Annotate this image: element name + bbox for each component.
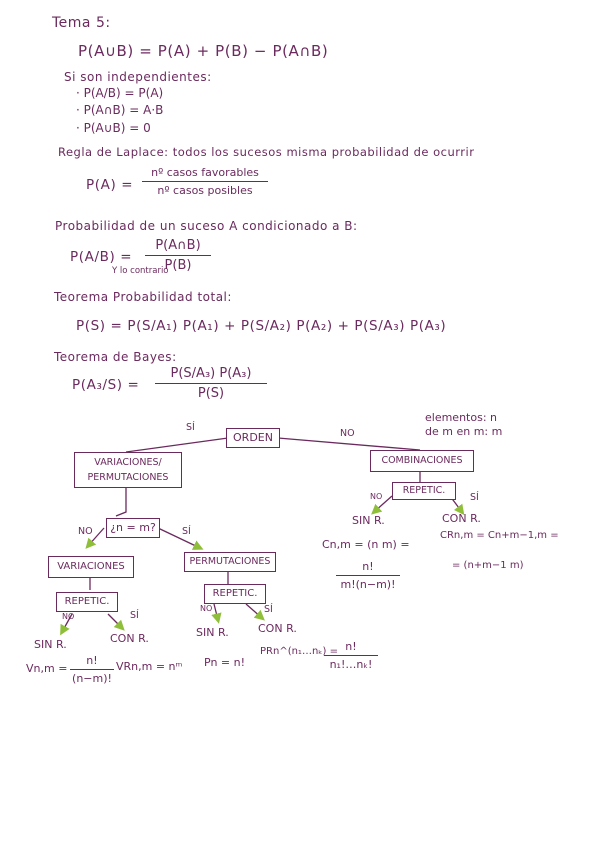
combinaciones-sin-r: SIN R. [352,514,385,527]
bayes-lhs: P(A₃/S) = [72,377,140,393]
combinaciones-con-r: CON R. [442,512,481,525]
condicionado-note: Y lo contrario [112,266,169,276]
cnm-denominator: m!(n−m)! [340,578,396,591]
tema-title: Tema 5: [52,15,111,31]
independientes-item-1: · P(A/B) = P(A) [76,86,164,100]
bayes-fraction-bar [155,383,267,384]
total-heading: Teorema Probabilidad total: [54,290,232,304]
elementos-note-2: de m en m: m [425,425,503,438]
vnm-numerator: n! [86,654,98,667]
n-equals-m-node: ¿n = m? [106,518,160,538]
bayes-heading: Teorema de Bayes: [54,350,177,364]
permutaciones-con-r: CON R. [258,622,297,635]
var-perm-line-2: PERMUTACIONES [87,472,169,483]
cnm-fraction-bar [336,575,400,576]
variaciones-si-label: SÍ [130,610,139,621]
permutaciones-node: PERMUTACIONES [184,552,276,572]
variaciones-node: VARIACIONES [48,556,134,578]
combinaciones-node: COMBINACIONES [370,450,474,472]
condicionado-denominator: P(B) [164,258,192,273]
cnm-fraction: n! m!(n−m)! [336,560,400,591]
variaciones-con-r: CON R. [110,632,149,645]
vnm-fraction-bar [70,669,114,670]
vnm-fraction: n! (n−m)! [70,654,114,685]
variaciones-sin-r: SIN R. [34,638,67,651]
vnm-denominator: (n−m)! [72,672,112,685]
laplace-fraction: nº casos favorables nº casos posibles [142,166,268,197]
laplace-denominator: nº casos posibles [157,184,253,197]
permutaciones-sin-r: SIN R. [196,626,229,639]
prn-fraction-bar [324,655,378,656]
independientes-heading: Si son independientes: [64,70,212,84]
condicionado-fraction: P(A∩B) P(B) [145,238,211,273]
prn-lhs: PRn^(n₁…nₖ) = [260,646,338,657]
elementos-note-1: elementos: n [425,411,497,424]
n-equals-m-si-label: SÍ [182,526,191,537]
prn-denominator: n₁!…nₖ! [329,658,373,671]
bayes-denominator: P(S) [197,386,225,401]
bayes-fraction: P(S/A₃) P(A₃) P(S) [155,366,267,401]
combinaciones-repetic-node: REPETIC. [392,482,456,500]
orden-node: ORDEN [226,428,280,448]
condicionado-heading: Probabilidad de un suceso A condicionado… [55,219,358,233]
laplace-fraction-bar [142,181,268,182]
variaciones-repetic-node: REPETIC. [56,592,118,612]
pn-formula: Pn = n! [204,656,246,669]
bayes-numerator: P(S/A₃) P(A₃) [170,366,252,381]
vnm-lhs: Vn,m = [26,662,68,675]
cnm-formula: Cn,m = (n m) = [322,538,410,551]
laplace-heading: Regla de Laplace: todos los sucesos mism… [58,145,475,159]
vrnm-formula: VRn,m = nᵐ [116,660,183,673]
orden-no-label: NO [340,428,355,439]
condicionado-fraction-bar [145,255,211,256]
variaciones-permutaciones-node: VARIACIONES/ PERMUTACIONES [74,452,182,488]
cnm-numerator: n! [362,560,374,573]
crnm-formula-1: CRn,m = Cn+m−1,m = [440,530,559,541]
permutaciones-no-label: NO [200,604,213,613]
union-formula: P(A∪B) = P(A) + P(B) − P(A∩B) [78,42,329,60]
condicionado-numerator: P(A∩B) [155,238,201,253]
total-formula: P(S) = P(S/A₁) P(A₁) + P(S/A₂) P(A₂) + P… [76,318,447,334]
laplace-lhs: P(A) = [86,177,134,193]
condicionado-lhs: P(A/B) = [70,249,133,265]
var-perm-line-1: VARIACIONES/ [94,457,162,468]
laplace-numerator: nº casos favorables [151,166,259,179]
prn-fraction: n! n₁!…nₖ! [324,640,378,671]
combinaciones-no-label: NO [370,492,383,501]
variaciones-no-label: NO [62,612,75,621]
independientes-item-2: · P(A∩B) = A·B [76,103,164,117]
permutaciones-si-label: SÍ [264,604,273,615]
crnm-formula-2: = (n+m−1 m) [452,560,524,571]
n-equals-m-no-label: NO [78,526,93,537]
combinaciones-si-label: SÍ [470,492,479,503]
prn-numerator: n! [345,640,357,653]
independientes-item-3: · P(A∪B) = 0 [76,121,151,135]
permutaciones-repetic-node: REPETIC. [204,584,266,604]
orden-si-label: SÍ [186,422,195,433]
